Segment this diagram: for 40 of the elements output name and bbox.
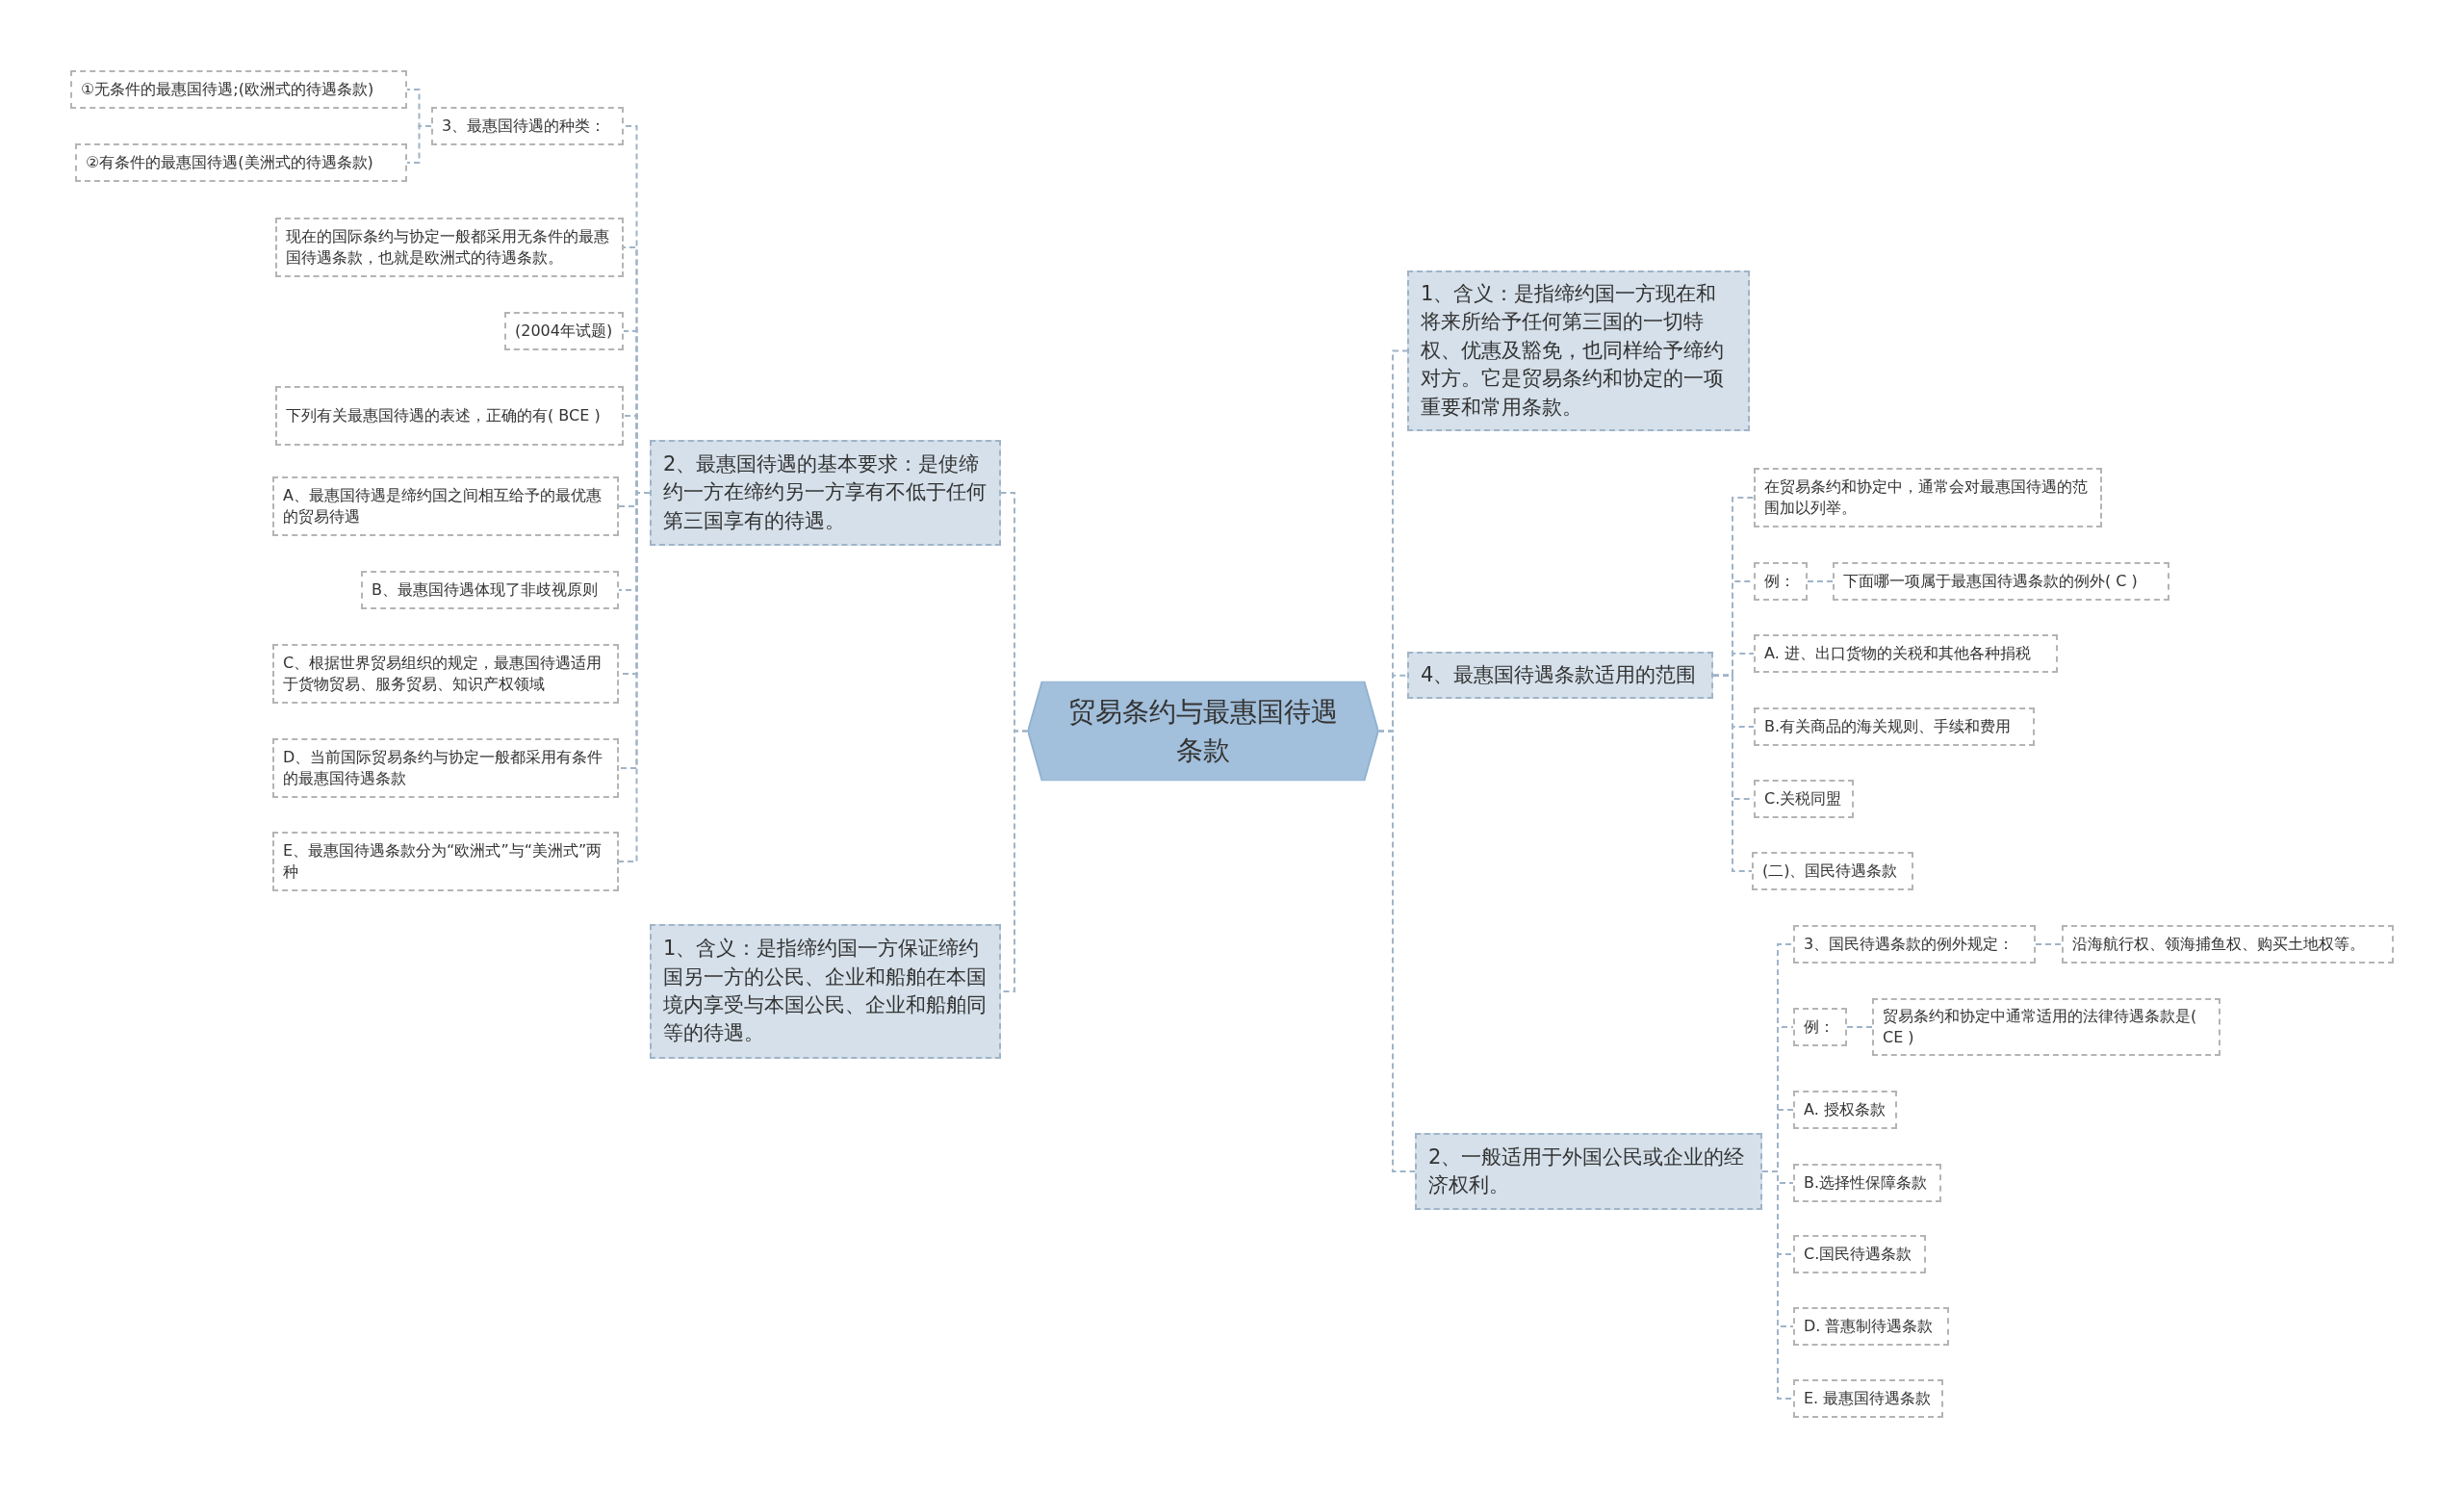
subtopic-box: B.选择性保障条款 xyxy=(1793,1164,1941,1202)
subtopic-box: 在贸易条约和协定中，通常会对最惠国待遇的范围加以列举。 xyxy=(1754,468,2102,527)
subtopic-box: A. 授权条款 xyxy=(1793,1091,1897,1129)
subtopic-box: A. 进、出口货物的关税和其他各种捐税 xyxy=(1754,634,2058,673)
subtopic-box: C.国民待遇条款 xyxy=(1793,1235,1926,1273)
connector-line xyxy=(2035,943,2063,945)
subtopic-box: ①无条件的最惠国待遇;(欧洲式的待遇条款) xyxy=(70,70,407,109)
topic-box: 4、最惠国待遇条款适用的范围 xyxy=(1407,652,1713,700)
subtopic-box: 3、国民待遇条款的例外规定： xyxy=(1793,925,2036,964)
subtopic-box: 下列有关最惠国待遇的表述，正确的有( BCE ) xyxy=(275,386,624,446)
subtopic-box: C.关税同盟 xyxy=(1754,780,1854,818)
subtopic-box: D. 普惠制待遇条款 xyxy=(1793,1307,1949,1346)
topic-box: 2、最惠国待遇的基本要求：是使缔约一方在缔约另一方享有不低于任何第三国享有的待遇。 xyxy=(650,440,1001,546)
connector-line xyxy=(406,125,432,164)
subtopic-box: (2004年试题) xyxy=(504,312,624,350)
subtopic-box: E. 最惠国待遇条款 xyxy=(1793,1379,1943,1418)
subtopic-box: 贸易条约和协定中通常适用的法律待遇条款是( CE ) xyxy=(1872,998,2220,1056)
subtopic-box: B.有关商品的海关规则、手续和费用 xyxy=(1754,707,2035,746)
topic-box: 1、含义：是指缔约国一方现在和将来所给予任何第三国的一切特权、优惠及豁免，也同样给予缔约对方。它是贸易条约和协定的一项重要和常用条款。 xyxy=(1407,270,1750,431)
topic-box: 2、一般适用于外国公民或企业的经济权利。 xyxy=(1415,1133,1762,1210)
subtopic-box: A、最惠国待遇是缔约国之间相互给予的最优惠的贸易待遇 xyxy=(272,476,619,536)
central-topic: 贸易条约与最惠国待遇条款 xyxy=(1028,681,1378,782)
subtopic-box: 例： xyxy=(1754,562,1808,601)
subtopic-box: 例： xyxy=(1793,1008,1847,1046)
subtopic-box: (二)、国民待遇条款 xyxy=(1752,852,1913,890)
connector-line xyxy=(1807,580,1834,582)
connector-line xyxy=(1712,674,1753,872)
connector-line xyxy=(1846,1026,1873,1028)
subtopic-box: 沿海航行权、领海捕鱼权、购买土地权等。 xyxy=(2062,925,2394,964)
subtopic-box: 下面哪一项属于最惠国待遇条款的例外( C ) xyxy=(1833,562,2169,601)
subtopic-box: 现在的国际条约与协定一般都采用无条件的最惠国待遇条款，也就是欧洲式的待遇条款。 xyxy=(275,218,624,277)
topic-box: 1、含义：是指缔约国一方保证缔约国另一方的公民、企业和船舶在本国境内享受与本国公民、企业和船舶同等的待遇。 xyxy=(650,924,1001,1059)
connector-line xyxy=(1377,730,1416,1172)
subtopic-box: B、最惠国待遇体现了非歧视原则 xyxy=(361,571,619,609)
connector-line xyxy=(1761,1170,1794,1400)
subtopic-box: 3、最惠国待遇的种类： xyxy=(431,107,624,145)
subtopic-box: D、当前国际贸易条约与协定一般都采用有条件的最惠国待遇条款 xyxy=(272,738,619,798)
subtopic-box: C、根据世界贸易组织的规定，最惠国待遇适用于货物贸易、服务贸易、知识产权领域 xyxy=(272,644,619,704)
subtopic-box: E、最惠国待遇条款分为“欧洲式”与“美洲式”两种 xyxy=(272,832,619,891)
subtopic-box: ②有条件的最惠国待遇(美洲式的待遇条款) xyxy=(75,143,407,182)
